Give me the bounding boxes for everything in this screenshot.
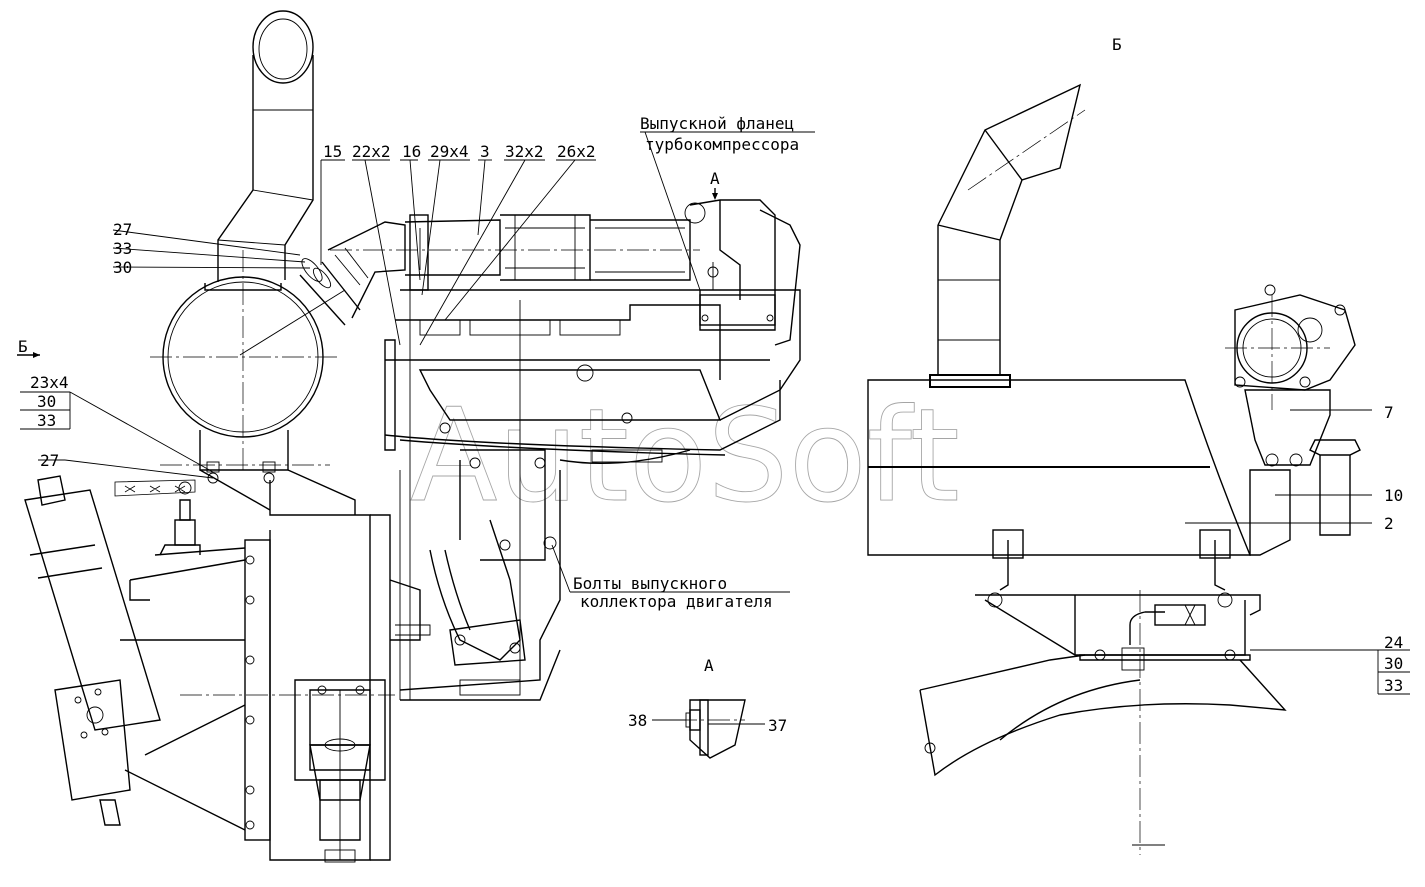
callout-32x2: 32х2	[505, 142, 544, 161]
frame-bracket	[975, 592, 1261, 671]
muffler	[150, 250, 346, 471]
callout-24: 24	[1384, 633, 1403, 652]
callout-30-top: 30	[113, 258, 132, 277]
callout-10: 10	[1384, 486, 1403, 505]
engine-block	[384, 289, 801, 701]
note-exhaust-flange-2: турбокомпрессора	[645, 135, 799, 154]
view-b-title: Б	[1112, 35, 1122, 54]
muffler-bracket	[114, 461, 276, 497]
gearbox-housing	[199, 469, 431, 863]
callout-3: 3	[480, 142, 490, 161]
muffler-side	[867, 379, 1252, 591]
exhaust-pipe-view-b	[929, 83, 1086, 388]
labels: Б Б А А Выпускной фланец турбокомпрессор…	[18, 35, 1403, 735]
callout-33-top: 33	[113, 239, 132, 258]
wheel-arch	[919, 590, 1287, 855]
view-a-title: А	[704, 656, 714, 675]
callout-16: 16	[402, 142, 421, 161]
callout-38: 38	[628, 711, 647, 730]
exhaust-pipe-vertical	[217, 10, 314, 282]
leader-lines-main	[20, 131, 815, 593]
note-manifold-bolts-1: Болты выпускного	[573, 574, 727, 593]
callout-30-left: 30	[37, 392, 56, 411]
turbo-flange-view-b	[1225, 284, 1361, 556]
view-a-callout-arrow	[712, 188, 718, 200]
view-b-arrow	[17, 352, 40, 358]
turbocharger	[684, 199, 801, 346]
main-view	[17, 10, 815, 863]
note-exhaust-flange-1: Выпускной фланец	[640, 114, 794, 133]
callout-30-right: 30	[1384, 654, 1403, 673]
leader-lines-view-b	[1185, 409, 1410, 695]
watermark: AutoSoft	[410, 382, 960, 531]
callout-15: 15	[323, 142, 342, 161]
callout-37: 37	[768, 716, 787, 735]
callout-22x2: 22х2	[352, 142, 391, 161]
exhaust-manifold	[429, 300, 663, 680]
side-cylinder	[24, 475, 246, 831]
view-b-arrow-label: Б	[18, 337, 28, 356]
callout-2: 2	[1384, 514, 1394, 533]
callout-26x2: 26х2	[557, 142, 596, 161]
callout-7: 7	[1384, 403, 1394, 422]
view-a-callout-label: А	[710, 169, 720, 188]
note-manifold-bolts-2: коллектора двигателя	[580, 592, 773, 611]
callout-33-left: 33	[37, 411, 56, 430]
view-b	[867, 83, 1410, 855]
detail-view-a	[652, 699, 765, 759]
callout-27-top: 27	[113, 220, 132, 239]
corrugated-connector	[299, 221, 406, 326]
exhaust-pipe-horizontal	[330, 214, 700, 291]
callout-23x4: 23х4	[30, 373, 69, 392]
callout-33-right: 33	[1384, 676, 1403, 695]
callout-29x4: 29х4	[430, 142, 469, 161]
callout-27-left: 27	[40, 451, 59, 470]
